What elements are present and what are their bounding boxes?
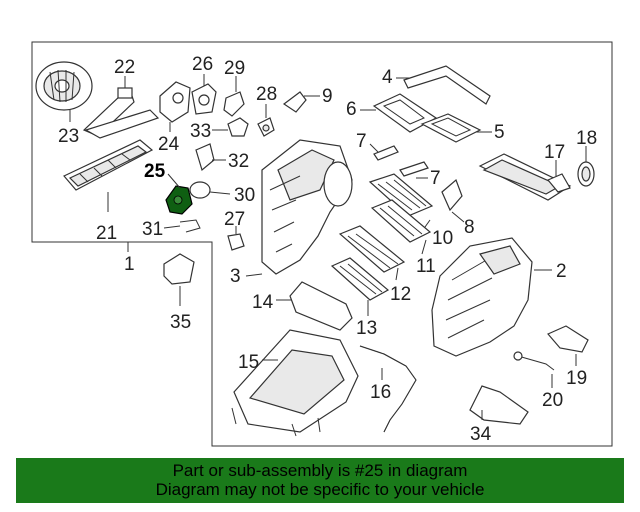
part-21-cabin-filter[interactable] bbox=[63, 109, 160, 191]
part-5-seal[interactable] bbox=[420, 113, 482, 143]
part-20-sensor[interactable] bbox=[513, 351, 555, 371]
label-13: 13 bbox=[356, 318, 377, 339]
part-3-heater-case-left[interactable] bbox=[261, 139, 353, 275]
leader-11 bbox=[421, 239, 427, 255]
part-14-duct[interactable] bbox=[289, 281, 353, 331]
part-4-seal[interactable] bbox=[403, 65, 491, 105]
label-27: 27 bbox=[224, 209, 245, 230]
part-24-actuator[interactable] bbox=[159, 81, 191, 123]
part-18-plug[interactable] bbox=[577, 161, 595, 187]
part-19-pipe[interactable] bbox=[547, 325, 589, 353]
part-9-bracket[interactable] bbox=[282, 91, 307, 113]
label-25: 25 bbox=[144, 161, 166, 182]
diagram-frame bbox=[31, 41, 613, 447]
info-banner: Part or sub-assembly is #25 in diagram D… bbox=[16, 458, 624, 503]
part-23-blower-motor[interactable] bbox=[35, 61, 93, 111]
banner-line-2: Diagram may not be specific to your vehi… bbox=[155, 480, 485, 499]
part-26-actuator[interactable] bbox=[191, 83, 217, 115]
label-9: 9 bbox=[322, 86, 333, 107]
leader-7a bbox=[369, 143, 379, 153]
part-33-clip[interactable] bbox=[227, 117, 249, 137]
leader-25 bbox=[167, 173, 181, 189]
part-16-drain-hose[interactable] bbox=[359, 345, 417, 433]
part-11-door[interactable] bbox=[370, 199, 432, 243]
label-28: 28 bbox=[256, 84, 277, 105]
part-7b-strip[interactable] bbox=[399, 161, 429, 177]
label-5: 5 bbox=[494, 122, 505, 143]
leader-31 bbox=[163, 225, 181, 229]
label-1: 1 bbox=[124, 254, 135, 275]
part-30-bulb[interactable] bbox=[189, 181, 211, 199]
label-11: 11 bbox=[416, 256, 436, 277]
part-15-lower-case[interactable] bbox=[231, 329, 359, 437]
part-35-cap[interactable] bbox=[163, 253, 195, 285]
label-22: 22 bbox=[114, 57, 135, 78]
label-30: 30 bbox=[234, 185, 255, 206]
label-7b: 7 bbox=[430, 168, 441, 189]
label-35: 35 bbox=[170, 312, 191, 333]
part-2-heater-case-right[interactable] bbox=[431, 237, 533, 357]
leader-3 bbox=[245, 273, 263, 277]
part-27-sensor[interactable] bbox=[227, 233, 245, 251]
part-13-door[interactable] bbox=[330, 257, 390, 301]
label-31: 31 bbox=[142, 219, 163, 240]
part-7a-strip[interactable] bbox=[373, 145, 399, 161]
part-29-lever[interactable] bbox=[223, 91, 245, 117]
label-32: 32 bbox=[228, 151, 249, 172]
label-34: 34 bbox=[470, 424, 492, 445]
label-10: 10 bbox=[432, 228, 453, 249]
label-23: 23 bbox=[58, 126, 79, 147]
label-24: 24 bbox=[158, 134, 180, 155]
part-31-wire[interactable] bbox=[179, 219, 201, 233]
label-3: 3 bbox=[230, 266, 241, 287]
label-26: 26 bbox=[192, 54, 213, 75]
label-4: 4 bbox=[382, 67, 393, 88]
label-2: 2 bbox=[556, 261, 567, 282]
label-6: 6 bbox=[346, 99, 357, 120]
part-28-knob[interactable] bbox=[257, 117, 275, 137]
leader-12 bbox=[395, 267, 399, 281]
label-19: 19 bbox=[566, 368, 587, 389]
label-17: 17 bbox=[544, 142, 565, 163]
label-29: 29 bbox=[224, 58, 245, 79]
label-20: 20 bbox=[542, 390, 563, 411]
label-16: 16 bbox=[370, 382, 391, 403]
label-18: 18 bbox=[576, 128, 597, 149]
part-34-cover[interactable] bbox=[469, 385, 529, 425]
leader-30 bbox=[209, 191, 231, 195]
part-12-door[interactable] bbox=[338, 225, 406, 273]
part-25-highlighted[interactable] bbox=[165, 185, 193, 215]
label-12: 12 bbox=[390, 284, 411, 305]
banner-line-1: Part or sub-assembly is #25 in diagram bbox=[172, 461, 468, 480]
label-8: 8 bbox=[464, 217, 475, 238]
label-7a: 7 bbox=[356, 131, 367, 152]
part-32-link[interactable] bbox=[195, 143, 215, 172]
label-33: 33 bbox=[190, 121, 211, 142]
label-15: 15 bbox=[238, 352, 259, 373]
part-17-heater-core[interactable] bbox=[478, 153, 572, 201]
part-8-bracket[interactable] bbox=[441, 178, 463, 212]
label-21: 21 bbox=[96, 223, 117, 244]
leader-8 bbox=[451, 211, 465, 223]
label-14: 14 bbox=[252, 292, 274, 313]
